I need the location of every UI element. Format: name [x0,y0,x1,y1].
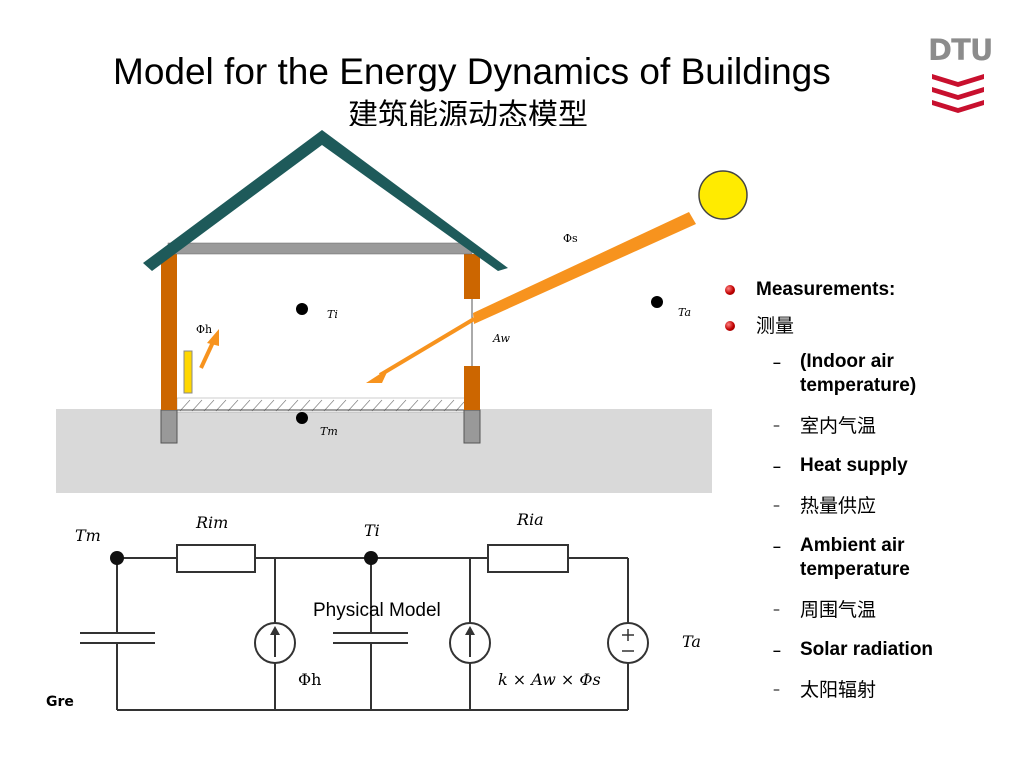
sub-item: – Heat supply [724,454,1014,478]
label-ti: Ti [327,308,338,321]
node-tm [296,412,308,424]
label-ta: Ta [678,306,691,319]
node-ti [296,303,308,315]
sun-icon [698,170,748,220]
current-source-solar [449,622,491,664]
sub-item-text: 太阳辐射 [800,679,877,701]
sub-item: – 太阳辐射 [724,678,1014,702]
solar-beam [473,212,696,324]
bullet-measurements-zh: 测量 [724,314,1014,338]
sub-item: – (Indoor air temperature) [724,350,1014,398]
sub-item: – Solar radiation [724,638,1014,662]
ceiling [167,242,473,255]
capacitor-m [80,632,155,644]
solar-ray [378,317,476,377]
floor-hatch [179,399,465,412]
capacitor-i [333,632,408,644]
dash-icon: – [773,418,780,434]
dash-icon: – [773,498,780,514]
left-wall [161,254,177,410]
label-tm: Tm [320,425,338,438]
circuit-label-phi-h: Φh [298,670,321,689]
sub-item-text: Ambient air temperature [800,535,910,580]
circuit-label-solar: k × Aw × Φs [498,670,601,689]
ground [56,409,712,493]
dash-icon: – [773,682,780,698]
sub-item: – 热量供应 [724,494,1014,518]
measurements-list: Measurements: 测量 – (Indoor air temperatur… [724,278,1014,718]
slide-subtitle: 建筑能源动态模型 [348,98,588,126]
circuit-label-ti: Ti [364,521,380,540]
footer-text: Gre [46,694,74,710]
sub-item-text: Solar radiation [800,639,934,660]
physical-model-label: Physical Model [313,600,441,621]
sub-item: – 周围气温 [724,598,1014,622]
circuit-label-ta: Ta [682,632,701,651]
dash-icon: – [773,458,781,474]
label-phi-s: Φs [563,232,578,245]
sub-item: – Ambient air temperature [724,534,1014,582]
sub-item-text: (Indoor air temperature) [800,351,917,396]
dash-icon: – [773,642,781,658]
left-foundation [160,409,178,444]
sub-item: – 室内气温 [724,414,1014,438]
bullet-icon [725,321,735,331]
voltage-source-ambient [607,622,649,664]
sub-item-text: 周围气温 [800,599,877,621]
circuit-label-rim: Rim [195,513,228,532]
sub-item-text: 室内气温 [800,415,877,437]
sub-item-text: Heat supply [800,455,908,476]
heat-arrowhead [207,329,219,346]
radiator [183,350,193,394]
dtu-logo: DTU [928,33,993,118]
dash-icon: – [773,538,781,554]
heat-arrow [199,339,216,369]
right-wall-upper [464,254,480,299]
sub-item-text: 热量供应 [800,495,877,517]
resistor-ria [487,544,569,573]
dash-icon: – [773,602,780,618]
circuit-label-tm: Tm [75,526,101,545]
circuit-node-tm [110,551,124,565]
circuit-label-ria: Ria [516,510,544,529]
bullet-text: 测量 [756,315,795,337]
current-source-heat [254,622,296,664]
slide-title: Model for the Energy Dynamics of Buildin… [113,51,831,92]
label-aw: Aw [492,332,510,345]
solar-ray-arrowhead [366,368,389,383]
dtu-logo-text: DTU [928,33,993,67]
node-ta [651,296,663,308]
bullet-measurements: Measurements: [724,278,1014,302]
circuit-node-ti [364,551,378,565]
right-foundation [463,409,481,444]
bullet-text: Measurements: [756,279,896,300]
bullet-icon [725,285,735,295]
dash-icon: – [773,354,781,370]
resistor-rim [176,544,256,573]
label-phi-h: Φh [196,323,212,336]
dtu-wave-icon [932,74,984,113]
right-wall-lower [464,366,480,410]
